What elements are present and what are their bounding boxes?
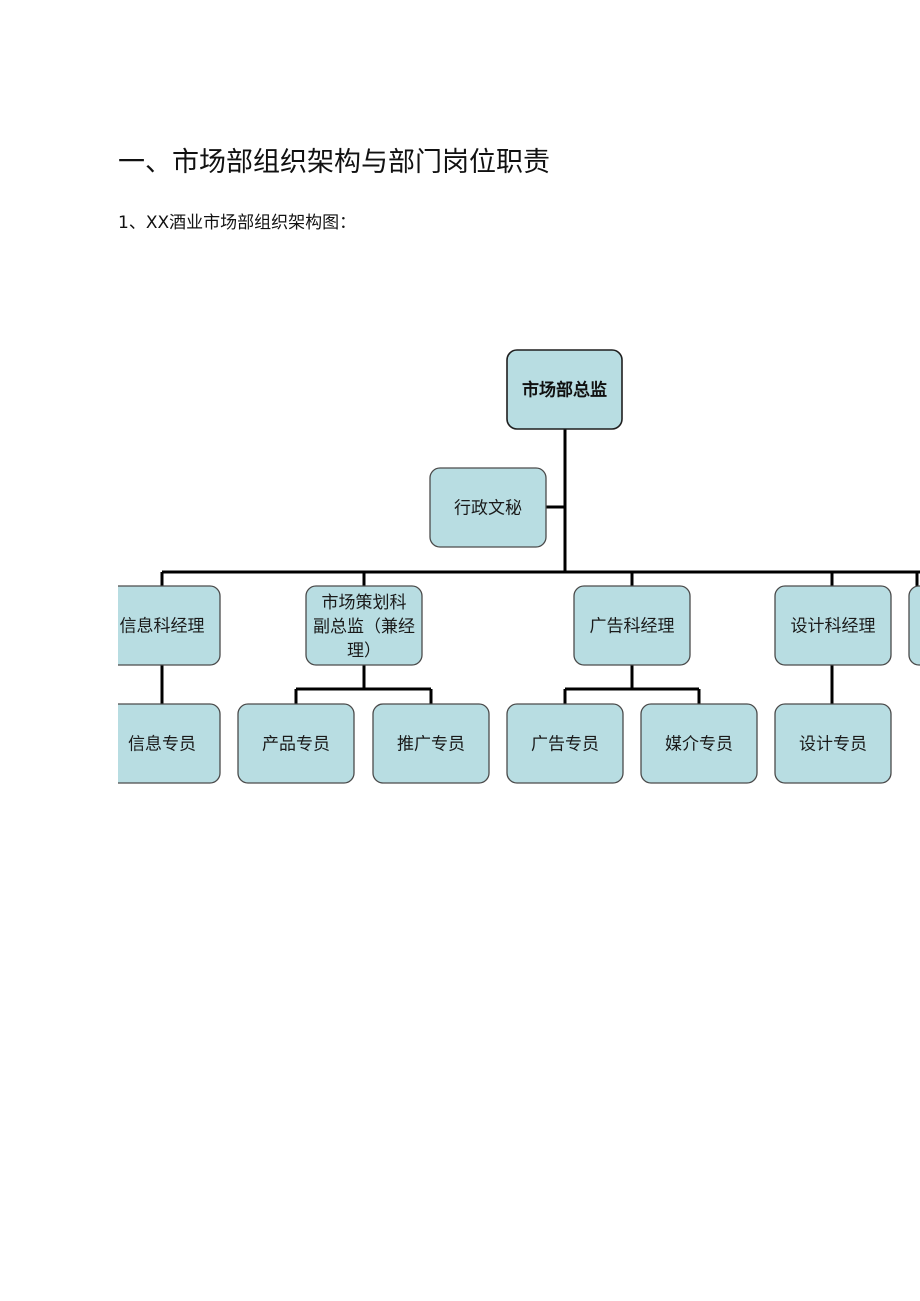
node-staff-product-box	[237, 703, 355, 784]
node-staff-media-box	[640, 703, 758, 784]
node-staff-info-label: 信息专员	[128, 735, 196, 755]
node-dept-design-label: 设计科经理	[791, 617, 876, 637]
node-dept-advertising-box	[573, 585, 691, 666]
page-title: 一、市场部组织架构与部门岗位职责	[118, 147, 550, 178]
node-staff-media-label: 媒介专员	[665, 735, 733, 755]
node-staff-design-box	[774, 703, 892, 784]
node-dept-advertising: 广告科经理	[573, 585, 691, 666]
node-director: 市场部总监	[506, 349, 623, 430]
node-staff-product: 产品专员	[237, 703, 355, 784]
node-dept-planning-box	[305, 585, 423, 666]
node-dept-info-label: 信息科经理	[120, 617, 205, 637]
node-dept-planning-label-line-2: 副总监（兼经	[313, 617, 415, 637]
node-assistant-box	[429, 467, 547, 548]
node-dept-advertising-label: 广告科经理	[590, 617, 675, 637]
node-staff-promotion-box	[372, 703, 490, 784]
node-dept-info-box	[118, 585, 221, 666]
node-dept-design: 设计科经理	[774, 585, 892, 666]
node-assistant-label: 行政文秘	[454, 499, 522, 519]
node-staff-promotion: 推广专员	[372, 703, 490, 784]
node-staff-info: 信息专员	[118, 703, 221, 784]
node-staff-product-label: 产品专员	[262, 735, 330, 755]
node-dept-planning-label-line-1: 市场策划科	[322, 593, 407, 613]
node-staff-design: 设计专员	[774, 703, 892, 784]
node-dept-cutoff-box	[908, 585, 920, 666]
node-staff-advertising-label: 广告专员	[531, 735, 599, 755]
node-dept-design-box	[774, 585, 892, 666]
node-staff-design-label: 设计专员	[799, 735, 867, 755]
node-staff-promotion-label: 推广专员	[397, 735, 465, 755]
node-director-label: 市场部总监	[522, 380, 607, 401]
node-assistant: 行政文秘	[429, 467, 547, 548]
node-dept-planning: 市场策划科 副总监（兼经 理）	[305, 585, 423, 666]
node-director-box	[506, 349, 623, 430]
node-staff-advertising-box	[506, 703, 624, 784]
org-chart-body: 市场部总监 行政文秘 信息科经理 信息专员 市场策划科 副总监（兼经 理） 产品…	[118, 349, 920, 784]
node-dept-planning-label-line-3: 理）	[347, 641, 381, 661]
node-dept-info: 信息科经理	[118, 585, 221, 666]
connector-lines	[160, 429, 920, 704]
section-subtitle: 1、XX酒业市场部组织架构图：	[118, 213, 357, 233]
node-staff-info-box	[118, 703, 221, 784]
node-staff-advertising: 广告专员	[506, 703, 624, 784]
node-staff-media: 媒介专员	[640, 703, 758, 784]
